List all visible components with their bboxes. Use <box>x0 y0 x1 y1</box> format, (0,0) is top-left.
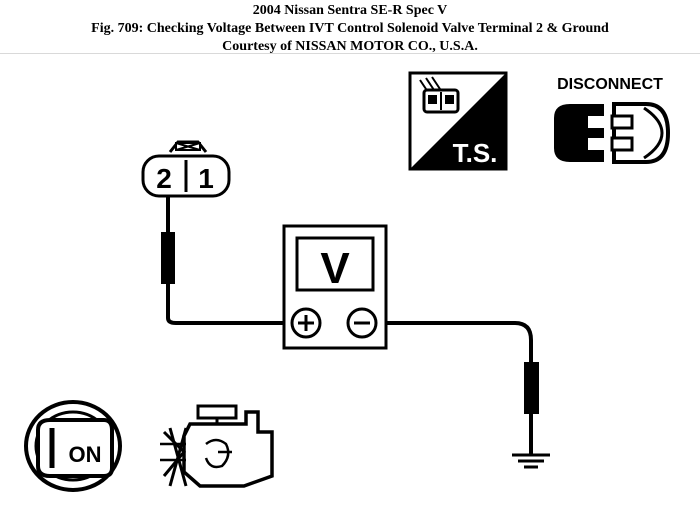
meter-label: V <box>320 244 350 293</box>
terminal-2-label: 2 <box>156 163 172 194</box>
caption-divider <box>0 53 700 54</box>
ignition-on-icon: ON <box>24 400 122 492</box>
figure-caption: 2004 Nissan Sentra SE-R Spec V Fig. 709:… <box>0 2 700 56</box>
disconnect-icon: DISCONNECT <box>554 76 671 164</box>
negative-test-lead <box>378 321 539 455</box>
test-symbol-label: T.S. <box>453 138 498 168</box>
caption-courtesy: Courtesy of NISSAN MOTOR CO., U.S.A. <box>222 39 478 54</box>
ground-icon <box>512 453 550 469</box>
disconnect-label: DISCONNECT <box>557 76 663 93</box>
terminal-1-label: 1 <box>198 163 214 194</box>
ignition-label: ON <box>69 442 102 467</box>
caption-vehicle: 2004 Nissan Sentra SE-R Spec V <box>252 3 448 18</box>
test-symbol-icon: T.S. <box>408 71 508 171</box>
engine-off-icon <box>160 404 274 488</box>
solenoid-connector: 2 1 <box>141 140 231 198</box>
positive-test-lead <box>161 196 292 325</box>
caption-figure-title: Fig. 709: Checking Voltage Between IVT C… <box>91 21 609 36</box>
voltmeter: V <box>282 224 388 350</box>
